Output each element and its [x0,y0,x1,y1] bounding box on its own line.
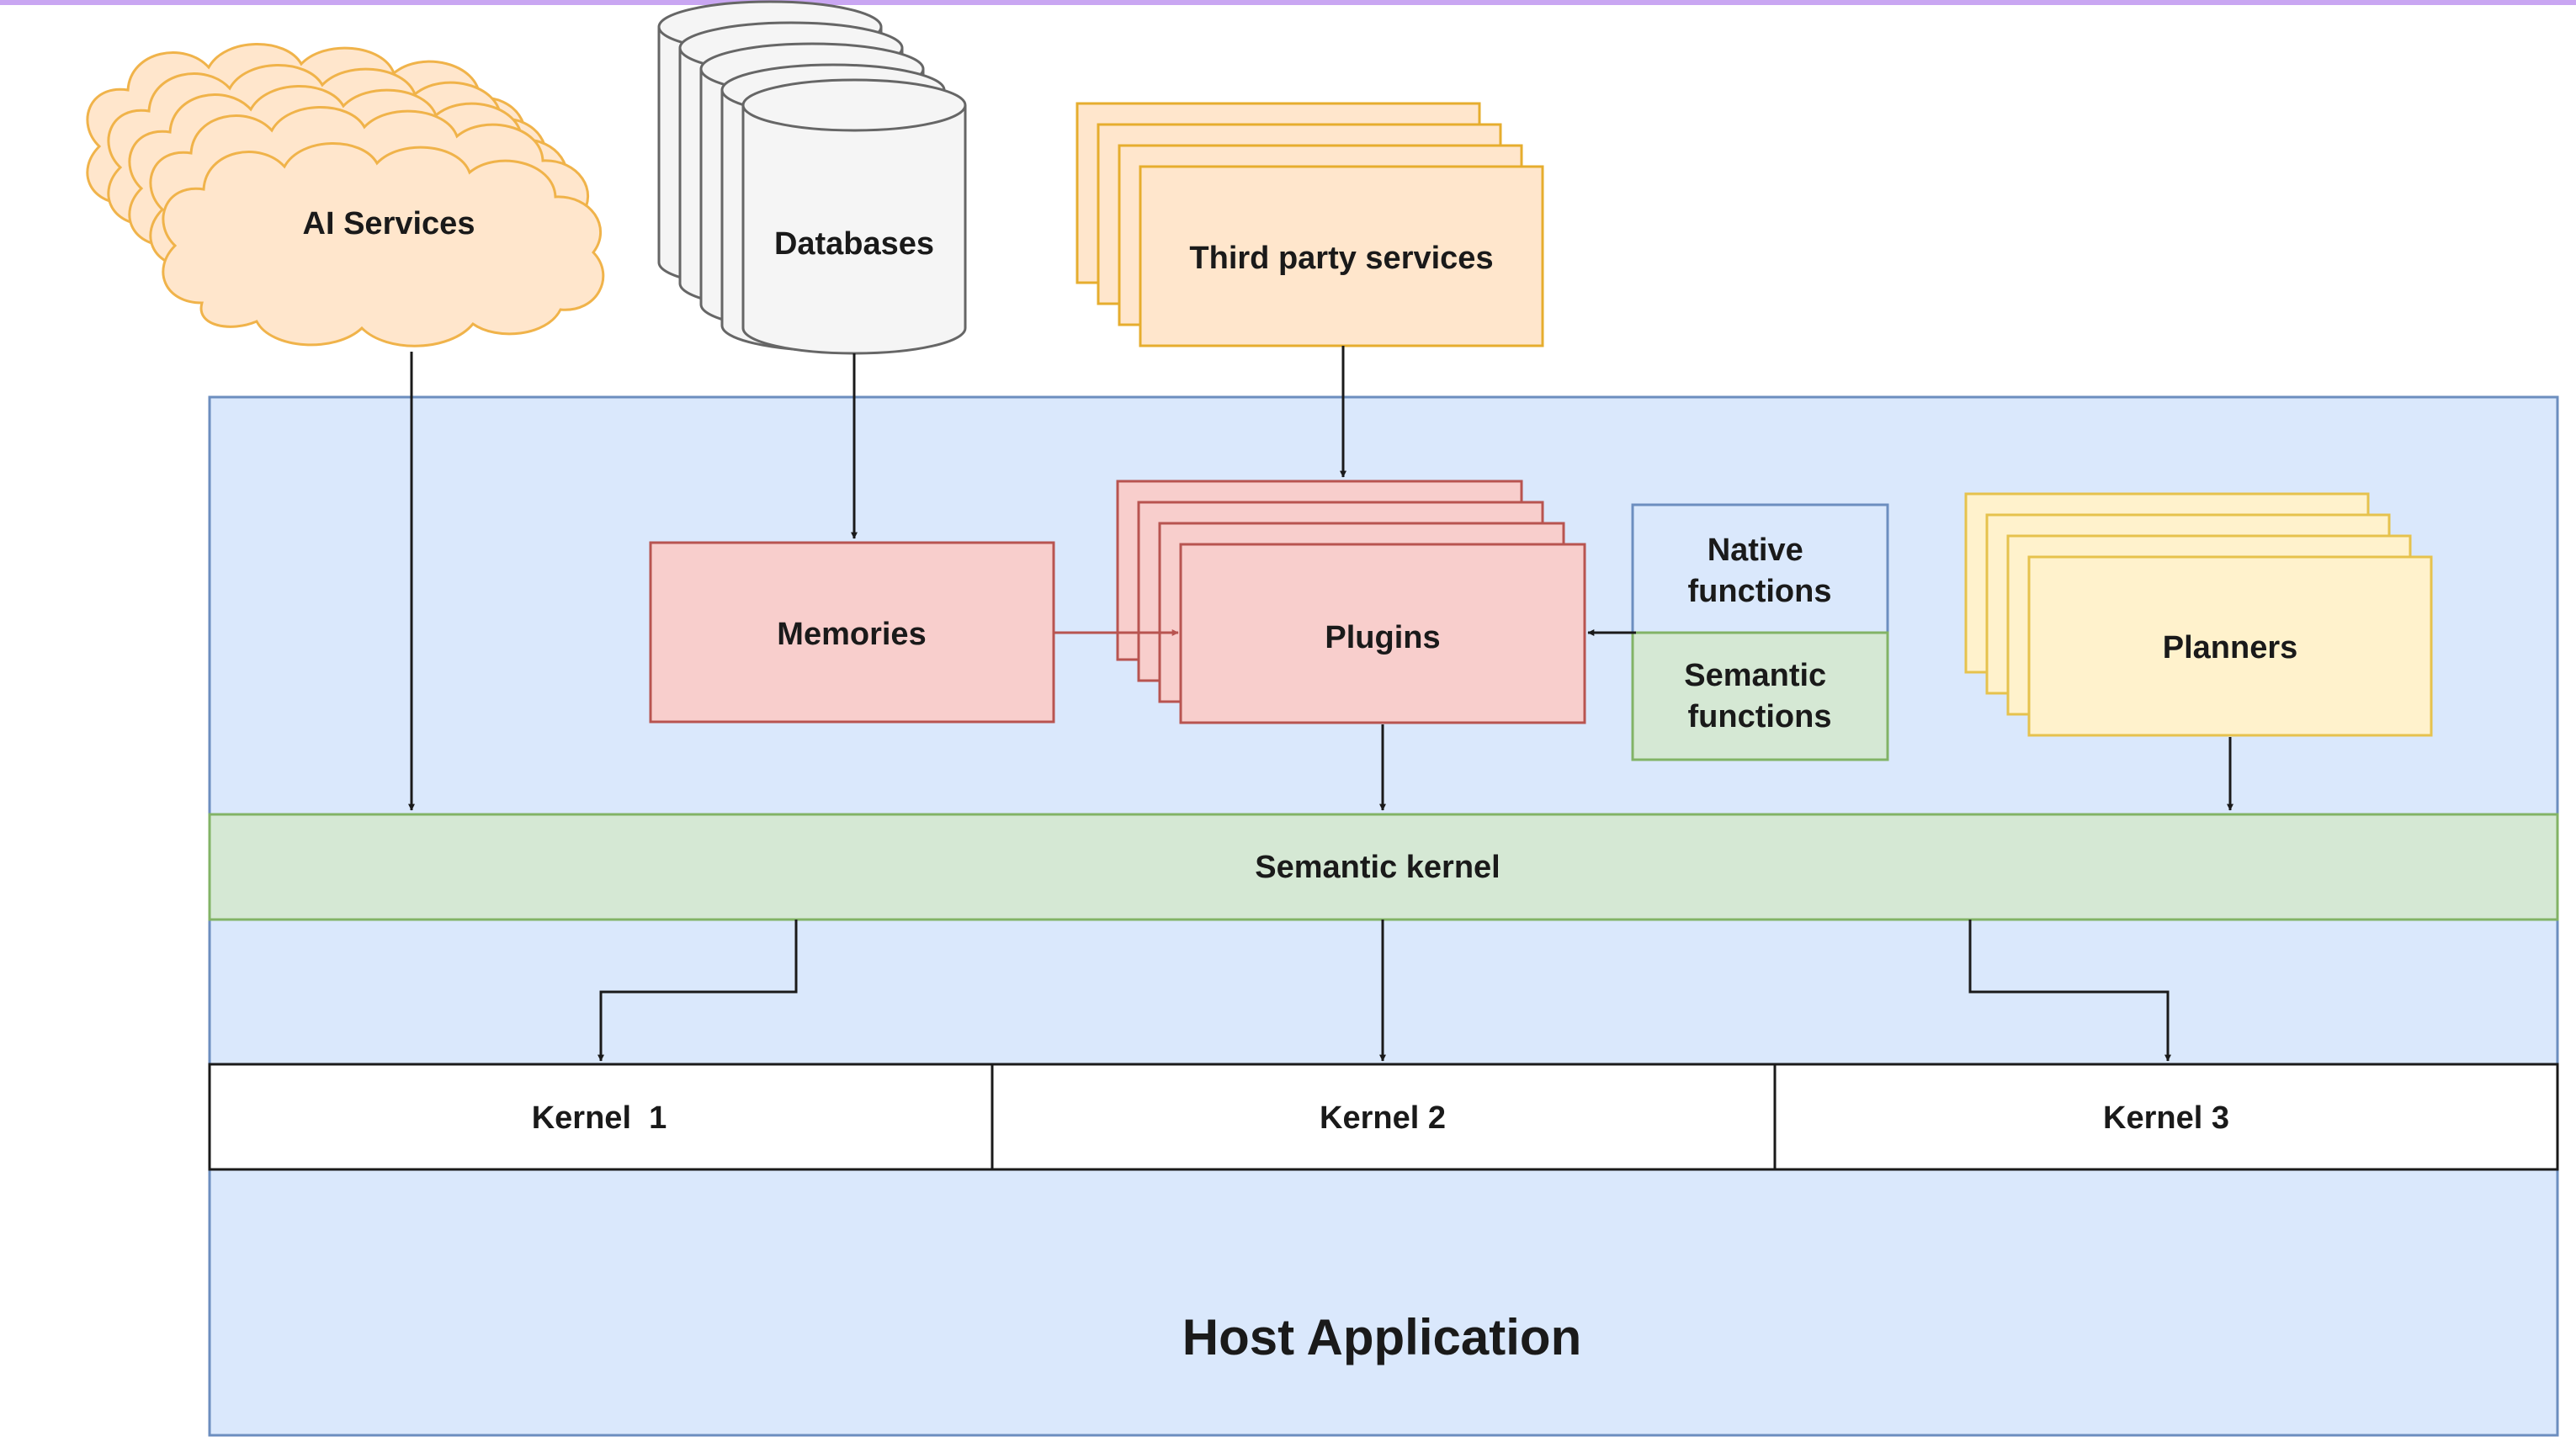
native-functions-line-2: functions [1688,574,1832,609]
host-application-label: Host Application [1182,1309,1581,1365]
ai-services-cloud-stack: AI Services [86,42,605,347]
third-party-services-stack [1076,102,1544,347]
kernel-2-box [991,1063,1777,1171]
kernel-2-label: Kernel 2 [1320,1100,1446,1136]
native-functions-box [1631,503,1889,634]
kernel-3-box [1773,1063,2559,1171]
databases-cylinder-stack [657,0,967,355]
planners-label: Planners [2163,630,2298,665]
native-functions-label: Native functions [1688,533,1832,609]
header-accent-line [0,0,2576,5]
kernels-row [208,1063,2559,1171]
third-party-services-label: Third party services [1189,241,1493,276]
memories-label: Memories [777,617,926,652]
kernel-3-label: Kernel 3 [2103,1100,2229,1136]
cylinder-icon [741,78,967,355]
semantic-kernel-bar [208,813,2559,921]
semantic-kernel-to-kernel-1-arrow [598,920,798,1062]
semantic-functions-box [1631,631,1889,761]
semantic-kernel-label: Semantic kernel [1255,850,1500,885]
plugins-stack [1116,480,1586,724]
semantic-functions-line-2: functions [1688,699,1832,734]
semantic-functions-line-1: Semantic [1684,658,1826,693]
plugins-label: Plugins [1325,620,1440,655]
databases-label: Databases [774,226,934,262]
semantic-kernel-to-kernel-3-arrow [1968,920,2171,1062]
memories-box [649,541,1055,724]
native-functions-line-1: Native [1708,533,1803,568]
kernel-1-label: Kernel 1 [532,1100,667,1136]
semantic-functions-label: Semantic functions [1684,658,1835,734]
cloud-icon [86,42,605,347]
planners-stack [1964,492,2433,737]
ai-services-label: AI Services [303,206,475,241]
